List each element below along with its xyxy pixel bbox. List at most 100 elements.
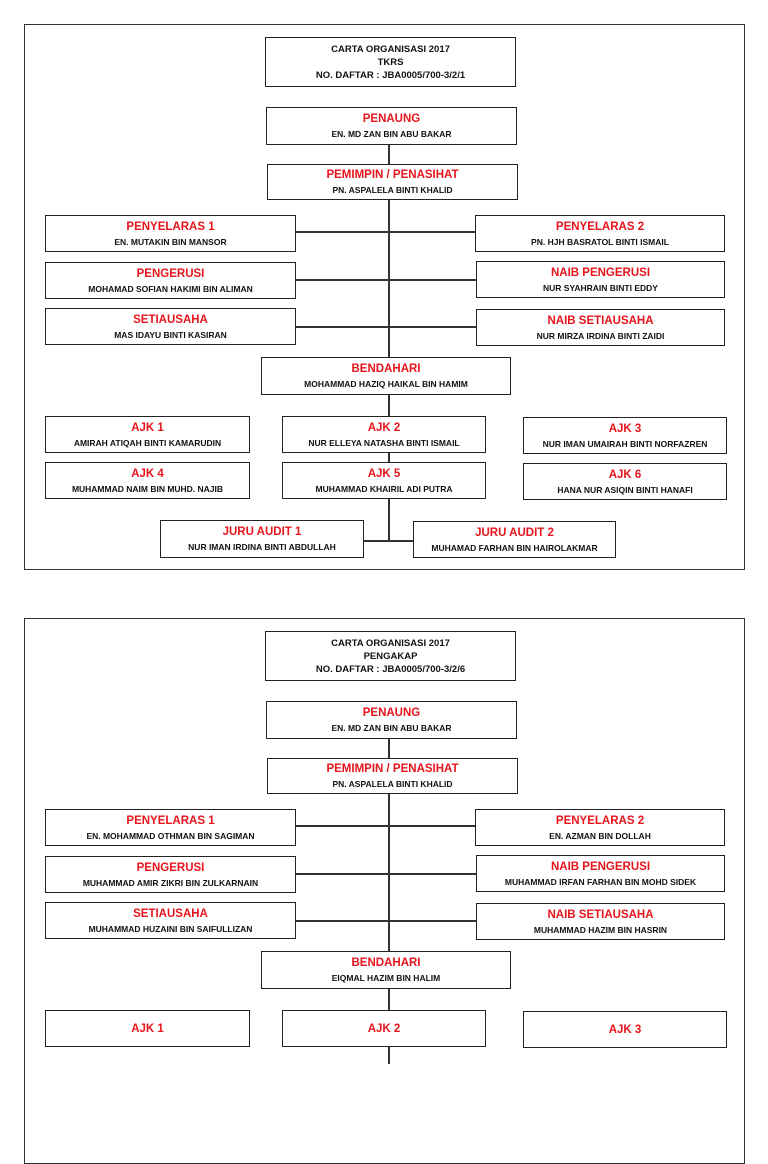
role-title: BENDAHARI xyxy=(351,957,421,969)
header-line: NO. DAFTAR : JBA0005/700-3/2/6 xyxy=(315,663,466,675)
role-title: JURU AUDIT 1 xyxy=(222,526,302,538)
member-box-pengerusi: PENGERUSI MOHAMAD SOFIAN HAKIMI BIN ALIMA… xyxy=(45,262,296,299)
member-name: MUHAMMAD KHAIRIL ADI PUTRA xyxy=(315,483,453,494)
member-name: NUR MIRZA IRDINA BINTI ZAIDI xyxy=(536,330,665,341)
member-box-ajk-2: AJK 2 xyxy=(282,1010,486,1047)
role-title: AJK 2 xyxy=(367,421,401,434)
connector-line xyxy=(296,279,476,281)
member-name: EN. MOHAMMAD OTHMAN BIN SAGIMAN xyxy=(86,830,255,841)
role-title: AJK 5 xyxy=(367,467,401,480)
connector-line xyxy=(364,540,413,542)
header-line: PENGAKAP xyxy=(363,650,418,662)
org-chart-frame xyxy=(24,24,745,570)
member-box-setiausaha: SETIAUSAHA MAS IDAYU BINTI KASIRAN xyxy=(45,308,296,345)
connector-line xyxy=(296,326,476,328)
member-name: NUR SYAHRAIN BINTI EDDY xyxy=(543,282,658,293)
member-name: AMIRAH ATIQAH BINTI KAMARUDIN xyxy=(73,437,222,448)
role-title: AJK 6 xyxy=(608,468,642,481)
member-name: MUHAMMAD HUZAINI BIN SAIFULLIZAN xyxy=(88,923,253,934)
connector-line xyxy=(388,145,390,540)
member-name: EN. MD ZAN BIN ABU BAKAR xyxy=(331,723,452,733)
role-title: PENYELARAS 2 xyxy=(555,814,645,827)
member-box-bendahari: BENDAHARI MOHAMMAD HAZIQ HAIKAL BIN HAMIM xyxy=(261,357,511,395)
role-title: JURU AUDIT 2 xyxy=(475,526,554,539)
role-title: PENGERUSI xyxy=(136,267,205,280)
member-box-naib-setiausaha: NAIB SETIAUSAHA NUR MIRZA IRDINA BINTI ZA… xyxy=(476,309,725,346)
member-box-penyelaras-2: PENYELARAS 2 PN. HJH BASRATOL BINTI ISMAI… xyxy=(475,215,725,252)
role-title: SETIAUSAHA xyxy=(133,313,208,326)
header-line: CARTA ORGANISASI 2017 xyxy=(331,43,450,55)
member-box-bendahari: BENDAHARI EIQMAL HAZIM BIN HALIM xyxy=(261,951,511,989)
member-box-penyelaras-1: PENYELARAS 1 EN. MOHAMMAD OTHMAN BIN SAGI… xyxy=(45,809,296,846)
member-box-ajk-4: AJK 4 MUHAMMAD NAIM BIN MUHD. NAJIB xyxy=(45,462,250,499)
role-title: BENDAHARI xyxy=(351,363,421,375)
role-title: PENAUNG xyxy=(362,113,421,125)
member-box-setiausaha: SETIAUSAHA MUHAMMAD HUZAINI BIN SAIFULLIZ… xyxy=(45,902,296,939)
member-box-pemimpin-penasihat: PEMIMPIN / PENASIHAT PN. ASPALELA BINTI K… xyxy=(267,164,518,200)
member-name: MUHAMMAD NAIM BIN MUHD. NAJIB xyxy=(71,483,224,494)
member-box-ajk-3: AJK 3 NUR IMAN UMAIRAH BINTI NORFAZREN xyxy=(523,417,727,454)
member-box-naib-pengerusi: NAIB PENGERUSI MUHAMMAD IRFAN FARHAN BIN … xyxy=(476,855,725,892)
role-title: PENGERUSI xyxy=(136,861,205,874)
member-name: PN. ASPALELA BINTI KHALID xyxy=(332,185,453,195)
role-title: SETIAUSAHA xyxy=(133,907,208,920)
member-box-juru-audit-2: JURU AUDIT 2 MUHAMAD FARHAN BIN HAIROLAKM… xyxy=(413,521,616,558)
member-box-penaung: PENAUNG EN. MD ZAN BIN ABU BAKAR xyxy=(266,701,517,739)
role-title: PENYELARAS 1 xyxy=(126,814,215,827)
member-name: EN. AZMAN BIN DOLLAH xyxy=(549,830,651,841)
member-name: PN. ASPALELA BINTI KHALID xyxy=(332,779,453,789)
role-title: NAIB SETIAUSAHA xyxy=(547,908,654,921)
connector-line xyxy=(388,739,390,1064)
member-name: MAS IDAYU BINTI KASIRAN xyxy=(114,329,227,340)
member-name: MUHAMAD FARHAN BIN HAIROLAKMAR xyxy=(431,542,598,553)
member-name: MOHAMAD SOFIAN HAKIMI BIN ALIMAN xyxy=(88,283,253,294)
role-title: AJK 1 xyxy=(131,421,164,434)
connector-line xyxy=(296,231,476,233)
member-name: MUHAMMAD IRFAN FARHAN BIN MOHD SIDEK xyxy=(504,876,697,887)
member-box-pemimpin-penasihat: PEMIMPIN / PENASIHAT PN. ASPALELA BINTI K… xyxy=(267,758,518,794)
role-title: NAIB PENGERUSI xyxy=(550,860,651,873)
member-name: HANA NUR ASIQIN BINTI HANAFI xyxy=(557,484,693,495)
role-title: AJK 3 xyxy=(608,422,642,435)
member-name: MUHAMMAD AMIR ZIKRI BIN ZULKARNAIN xyxy=(82,877,259,888)
member-name: NUR IMAN IRDINA BINTI ABDULLAH xyxy=(188,542,336,552)
member-box-ajk-1: AJK 1 AMIRAH ATIQAH BINTI KAMARUDIN xyxy=(45,416,250,453)
connector-line xyxy=(296,873,476,875)
member-box-ajk-3: AJK 3 xyxy=(523,1011,727,1048)
member-name: MOHAMMAD HAZIQ HAIKAL BIN HAMIM xyxy=(304,379,468,389)
member-name: NUR IMAN UMAIRAH BINTI NORFAZREN xyxy=(542,438,708,449)
header-line: TKRS xyxy=(377,56,404,68)
role-title: NAIB SETIAUSAHA xyxy=(547,314,654,327)
member-box-penyelaras-2: PENYELARAS 2 EN. AZMAN BIN DOLLAH xyxy=(475,809,725,846)
member-box-naib-pengerusi: NAIB PENGERUSI NUR SYAHRAIN BINTI EDDY xyxy=(476,261,725,298)
header-line: CARTA ORGANISASI 2017 xyxy=(331,637,450,649)
role-title: PENAUNG xyxy=(362,707,421,719)
role-title: PENYELARAS 1 xyxy=(126,220,215,233)
member-box-ajk-6: AJK 6 HANA NUR ASIQIN BINTI HANAFI xyxy=(523,463,727,500)
role-title: PENYELARAS 2 xyxy=(555,220,645,233)
role-title: PEMIMPIN / PENASIHAT xyxy=(326,763,459,775)
member-box-naib-setiausaha: NAIB SETIAUSAHA MUHAMMAD HAZIM BIN HASRIN xyxy=(476,903,725,940)
role-title: NAIB PENGERUSI xyxy=(550,266,651,279)
connector-line xyxy=(296,920,476,922)
connector-line xyxy=(296,825,476,827)
member-box-ajk-5: AJK 5 MUHAMMAD KHAIRIL ADI PUTRA xyxy=(282,462,486,499)
member-name: EN. MUTAKIN BIN MANSOR xyxy=(114,236,227,247)
member-box-pengerusi: PENGERUSI MUHAMMAD AMIR ZIKRI BIN ZULKARN… xyxy=(45,856,296,893)
header-line: NO. DAFTAR : JBA0005/700-3/2/1 xyxy=(315,69,466,81)
role-title: AJK 4 xyxy=(131,467,164,480)
member-name: EIQMAL HAZIM BIN HALIM xyxy=(331,973,441,983)
member-name: NUR ELLEYA NATASHA BINTI ISMAIL xyxy=(308,437,460,448)
member-name: PN. HJH BASRATOL BINTI ISMAIL xyxy=(531,236,669,247)
member-box-juru-audit-1: JURU AUDIT 1 NUR IMAN IRDINA BINTI ABDULL… xyxy=(160,520,364,558)
member-box-penaung: PENAUNG EN. MD ZAN BIN ABU BAKAR xyxy=(266,107,517,145)
role-title: PEMIMPIN / PENASIHAT xyxy=(326,169,459,181)
member-box-ajk-1: AJK 1 xyxy=(45,1010,250,1047)
member-box-ajk-2: AJK 2 NUR ELLEYA NATASHA BINTI ISMAIL xyxy=(282,416,486,453)
role-title: AJK 3 xyxy=(608,1023,642,1036)
member-box-penyelaras-1: PENYELARAS 1 EN. MUTAKIN BIN MANSOR xyxy=(45,215,296,252)
member-name: MUHAMMAD HAZIM BIN HASRIN xyxy=(533,924,668,935)
member-name: EN. MD ZAN BIN ABU BAKAR xyxy=(331,129,452,139)
